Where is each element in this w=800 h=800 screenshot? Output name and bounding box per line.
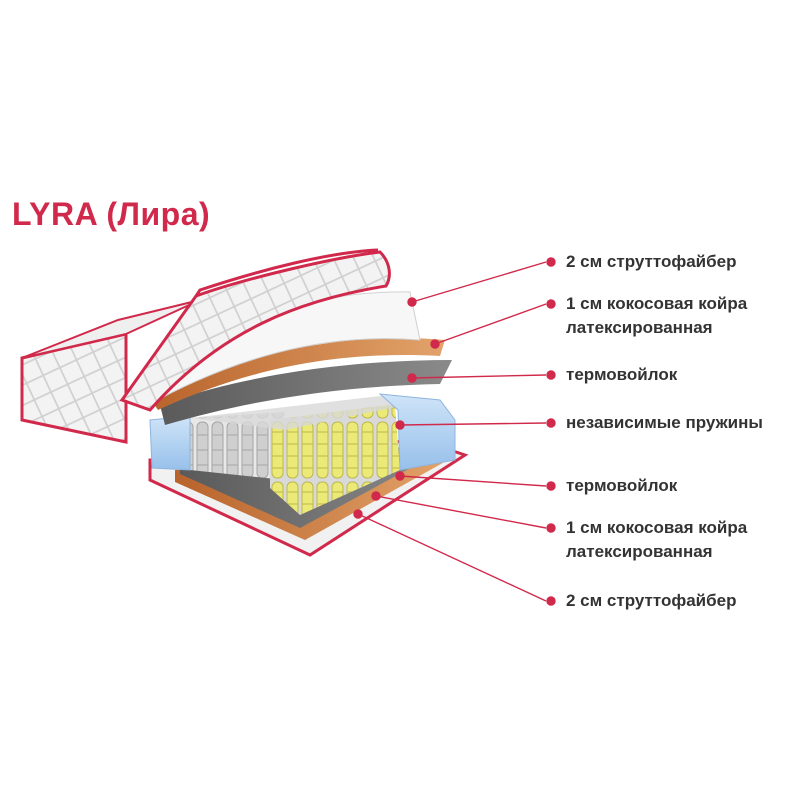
leader-end-2 xyxy=(546,299,556,309)
spring-block-gray xyxy=(190,412,285,480)
leader-line-6 xyxy=(375,495,547,529)
layer-label-line: 1 см кокосовая койра xyxy=(566,294,748,313)
leader-end-5 xyxy=(546,481,556,491)
leader-dot-4 xyxy=(395,420,405,430)
leader-end-7 xyxy=(546,596,556,606)
top-cover-folded xyxy=(119,250,391,412)
spring-block-yellow xyxy=(270,404,400,515)
leader-line-7 xyxy=(357,513,547,602)
layer-label-line: 1 см кокосовая койра xyxy=(566,518,748,537)
leader-end-3 xyxy=(546,370,556,380)
layer-label-line: термовойлок xyxy=(566,476,678,495)
leader-end-1 xyxy=(546,257,556,267)
layer-label-2: 1 см кокосовая койра латексированная xyxy=(566,292,747,340)
top-cover-edge xyxy=(194,248,379,297)
leader-dot-3 xyxy=(407,373,417,383)
leader-line-5 xyxy=(399,475,547,487)
leader-lines xyxy=(353,257,556,606)
leader-end-6 xyxy=(546,523,556,533)
leader-line-4 xyxy=(399,422,547,426)
layer-label-line: 2 см струттофайбер xyxy=(566,591,737,610)
layer-label-line: 2 см струттофайбер xyxy=(566,252,737,271)
leader-line-3 xyxy=(411,374,547,379)
leader-line-1 xyxy=(411,261,547,303)
layer-label-5: термовойлок xyxy=(566,474,677,498)
leader-dot-5 xyxy=(395,471,405,481)
layer-label-line: термовойлок xyxy=(566,365,678,384)
layer-label-4: независимые пружины xyxy=(566,411,763,435)
layer-label-line: латексированная xyxy=(566,318,713,337)
product-title: LYRA (Лира) xyxy=(12,196,211,232)
foam-block-right xyxy=(378,393,456,471)
leader-dot-1 xyxy=(407,297,417,307)
leader-dot-7 xyxy=(353,509,363,519)
layer-label-line: независимые пружины xyxy=(566,413,763,432)
mattress-back-side xyxy=(20,332,128,444)
layer-label-3: термовойлок xyxy=(566,363,677,387)
leader-line-2 xyxy=(434,303,547,345)
spring-block-top xyxy=(190,396,420,430)
leader-dot-6 xyxy=(371,491,381,501)
leader-dot-2 xyxy=(430,339,440,349)
layer-label-7: 2 см струттофайбер xyxy=(566,589,736,613)
layer-label-1: 2 см струттофайбер xyxy=(566,250,736,274)
layer-label-6: 1 см кокосовая койра латексированная xyxy=(566,516,747,564)
leader-end-4 xyxy=(546,418,556,428)
foam-block-left xyxy=(149,415,191,471)
upper-felt-layer xyxy=(160,360,452,425)
layer-label-line: латексированная xyxy=(566,542,713,561)
